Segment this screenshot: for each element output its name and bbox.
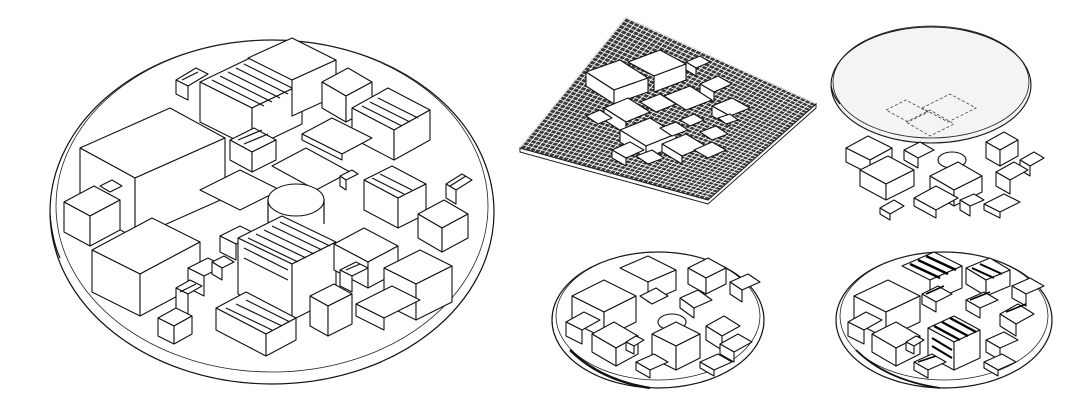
finned-component-top — [199, 57, 303, 149]
finned-component-right — [351, 87, 431, 161]
panel-module-variant-b — [835, 251, 1053, 389]
panel-module-variant-a — [551, 251, 765, 390]
grid-mesh — [519, 17, 817, 205]
cylinder-component — [267, 183, 325, 224]
panel-exploded-cover-view — [830, 25, 1045, 221]
panel-component-grid-substrate — [519, 17, 817, 205]
panel-assembled-circular-module — [49, 37, 495, 385]
